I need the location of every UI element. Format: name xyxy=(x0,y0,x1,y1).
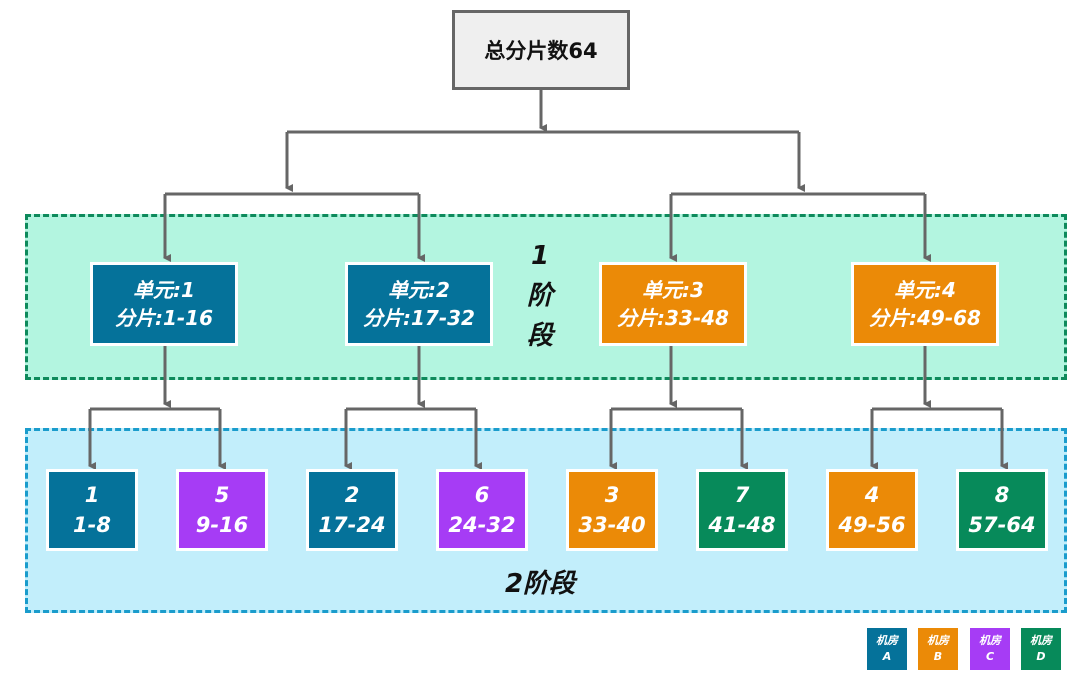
shard-range: 17-24 xyxy=(318,513,386,537)
shard-range: 9-16 xyxy=(195,513,249,537)
shard-id: 5 xyxy=(214,483,230,507)
unit-title: 单元:3 xyxy=(642,278,704,302)
stage-1-label: 1 阶 段 xyxy=(520,236,560,356)
unit-shard-range: 分片:33-48 xyxy=(617,306,729,330)
shard-id: 4 xyxy=(864,483,880,507)
shard-id: 2 xyxy=(344,483,360,507)
legend-room-D: 机房 D xyxy=(1021,628,1061,670)
unit-box-4: 单元:4 分片:49-68 xyxy=(851,262,999,346)
stage-1-label-char: 段 xyxy=(526,321,553,351)
shard-range: 49-56 xyxy=(838,513,906,537)
legend-label: 机房 xyxy=(876,634,898,647)
shard-box-6: 6 24-32 xyxy=(436,469,528,551)
stage-2-label: 2阶段 xyxy=(504,569,576,599)
shard-box-7: 7 41-48 xyxy=(696,469,788,551)
total-shards-box: 总分片数64 xyxy=(452,10,630,90)
shard-id: 6 xyxy=(474,483,490,507)
shard-box-3: 3 33-40 xyxy=(566,469,658,551)
unit-title: 单元:2 xyxy=(388,278,450,302)
legend-room-B: 机房 B xyxy=(918,628,958,670)
legend-room: A xyxy=(882,650,892,663)
shard-box-8: 8 57-64 xyxy=(956,469,1048,551)
legend-label: 机房 xyxy=(927,634,949,647)
shard-id: 3 xyxy=(604,483,620,507)
shard-range: 24-32 xyxy=(448,513,516,537)
unit-box-3: 单元:3 分片:33-48 xyxy=(599,262,747,346)
legend-room: C xyxy=(985,650,995,663)
stage-1-label-char: 1 xyxy=(530,241,550,271)
shard-box-2: 2 17-24 xyxy=(306,469,398,551)
shard-id: 1 xyxy=(84,483,100,507)
shard-range: 57-64 xyxy=(968,513,1036,537)
unit-box-2: 单元:2 分片:17-32 xyxy=(345,262,493,346)
legend-room: B xyxy=(933,650,943,663)
unit-title: 单元:1 xyxy=(133,278,195,302)
unit-title: 单元:4 xyxy=(894,278,956,302)
shard-box-4: 4 49-56 xyxy=(826,469,918,551)
unit-shard-range: 分片:1-16 xyxy=(114,306,214,330)
shard-range: 33-40 xyxy=(578,513,646,537)
legend-room-A: 机房 A xyxy=(867,628,907,670)
total-shards-label: 总分片数64 xyxy=(484,39,598,63)
legend-room-C: 机房 C xyxy=(970,628,1010,670)
legend-room: D xyxy=(1036,650,1046,663)
shard-range: 41-48 xyxy=(708,513,776,537)
shard-id: 8 xyxy=(994,483,1010,507)
legend-label: 机房 xyxy=(979,634,1001,647)
unit-shard-range: 分片:49-68 xyxy=(869,306,981,330)
stage-1-label-char: 阶 xyxy=(526,281,553,311)
legend-label: 机房 xyxy=(1030,634,1052,647)
unit-box-1: 单元:1 分片:1-16 xyxy=(90,262,238,346)
unit-shard-range: 分片:17-32 xyxy=(363,306,475,330)
shard-range: 1-8 xyxy=(73,513,111,537)
shard-id: 7 xyxy=(734,483,750,507)
shard-box-5: 5 9-16 xyxy=(176,469,268,551)
